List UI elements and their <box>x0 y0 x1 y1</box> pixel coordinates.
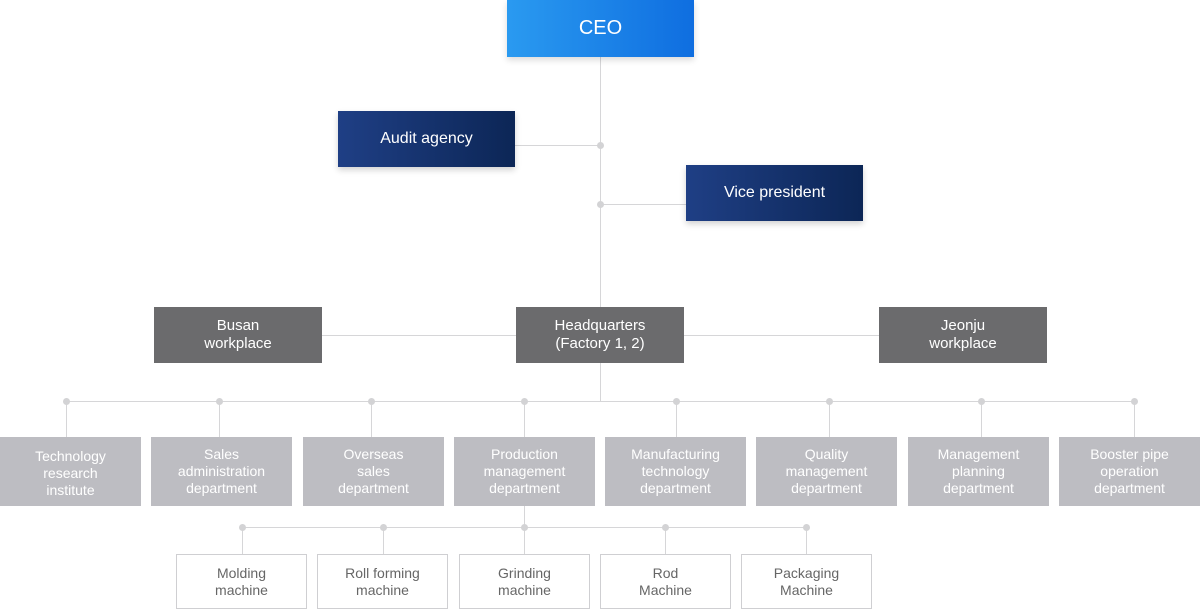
dept-production-management: Production management department <box>454 437 595 506</box>
dept-junction-dot <box>63 398 70 405</box>
machine-junction-dot <box>239 524 246 531</box>
machine-grinding: Grinding machine <box>459 554 590 609</box>
machine-junction-dot <box>803 524 810 531</box>
machine-junction-dot <box>521 524 528 531</box>
dept-quality-management: Quality management department <box>756 437 897 506</box>
dept-drop-line <box>371 401 372 437</box>
jeonju-workplace-node: Jeonju workplace <box>879 307 1047 363</box>
busan-workplace-node: Busan workplace <box>154 307 322 363</box>
dept-drop-line <box>524 401 525 437</box>
dept-drop-line <box>829 401 830 437</box>
vice-president-node: Vice president <box>686 165 863 221</box>
dept-overseas-sales: Overseas sales department <box>303 437 444 506</box>
dept-junction-dot <box>1131 398 1138 405</box>
dept-junction-dot <box>826 398 833 405</box>
vice-junction-dot <box>597 201 604 208</box>
dept-junction-dot <box>673 398 680 405</box>
dept-drop-line <box>676 401 677 437</box>
production-to-machines-line <box>524 506 525 527</box>
audit-connector <box>515 145 600 146</box>
trunk-line <box>600 57 601 401</box>
dept-manufacturing-technology: Manufacturing technology department <box>605 437 746 506</box>
machine-junction-dot <box>662 524 669 531</box>
dept-technology-research: Technology research institute <box>0 437 141 506</box>
dept-drop-line <box>981 401 982 437</box>
dept-junction-dot <box>521 398 528 405</box>
machine-drop-line <box>524 527 525 554</box>
headquarters-node: Headquarters (Factory 1, 2) <box>516 307 684 363</box>
departments-connector <box>66 401 1134 402</box>
machine-drop-line <box>242 527 243 554</box>
audit-junction-dot <box>597 142 604 149</box>
dept-junction-dot <box>216 398 223 405</box>
machine-junction-dot <box>380 524 387 531</box>
dept-sales-administration: Sales administration department <box>151 437 292 506</box>
machine-drop-line <box>665 527 666 554</box>
dept-drop-line <box>1134 401 1135 437</box>
machine-roll-forming: Roll forming machine <box>317 554 448 609</box>
machine-packaging: Packaging Machine <box>741 554 872 609</box>
dept-management-planning: Management planning department <box>908 437 1049 506</box>
machine-drop-line <box>806 527 807 554</box>
dept-drop-line <box>66 401 67 437</box>
machine-molding: Molding machine <box>176 554 307 609</box>
machine-rod: Rod Machine <box>600 554 731 609</box>
dept-junction-dot <box>368 398 375 405</box>
dept-junction-dot <box>978 398 985 405</box>
dept-booster-pipe-operation: Booster pipe operation department <box>1059 437 1200 506</box>
vice-connector <box>600 204 686 205</box>
ceo-node: CEO <box>507 0 694 57</box>
dept-drop-line <box>219 401 220 437</box>
audit-agency-node: Audit agency <box>338 111 515 167</box>
machine-drop-line <box>383 527 384 554</box>
